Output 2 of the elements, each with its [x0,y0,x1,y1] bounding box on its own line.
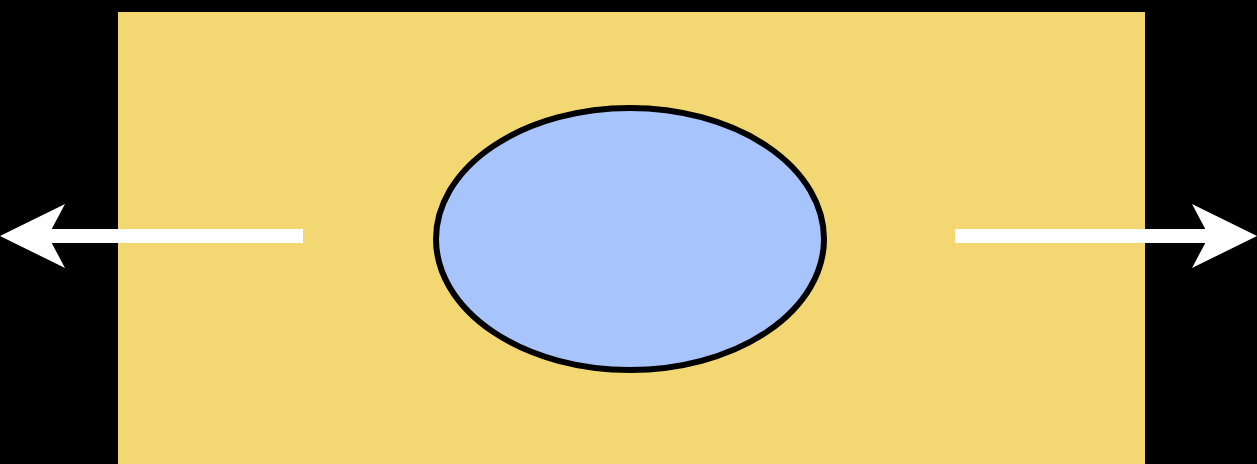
hole-ellipse [433,105,827,373]
sheet-rectangle [118,12,1145,464]
